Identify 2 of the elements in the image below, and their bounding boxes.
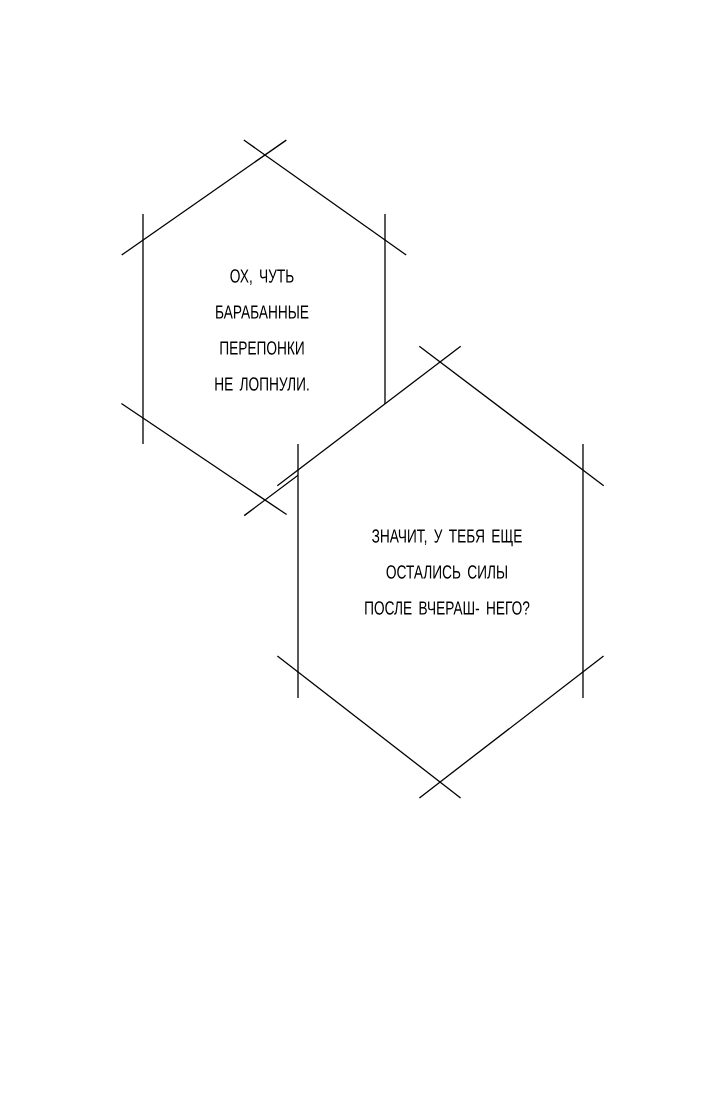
speech-bubble: ОХ, ЧУТЬ БАРАБАННЫЕ ПЕРЕПОНКИ НЕ ЛОПНУЛИ. bbox=[120, 139, 407, 517]
node-label: ЗНАЧИТ, У ТЕБЯ ЕЩЕ ОСТАЛИСЬ СИЛЫ ПОСЛЕ ВЧЕРАШ- НЕГО? bbox=[365, 529, 530, 615]
